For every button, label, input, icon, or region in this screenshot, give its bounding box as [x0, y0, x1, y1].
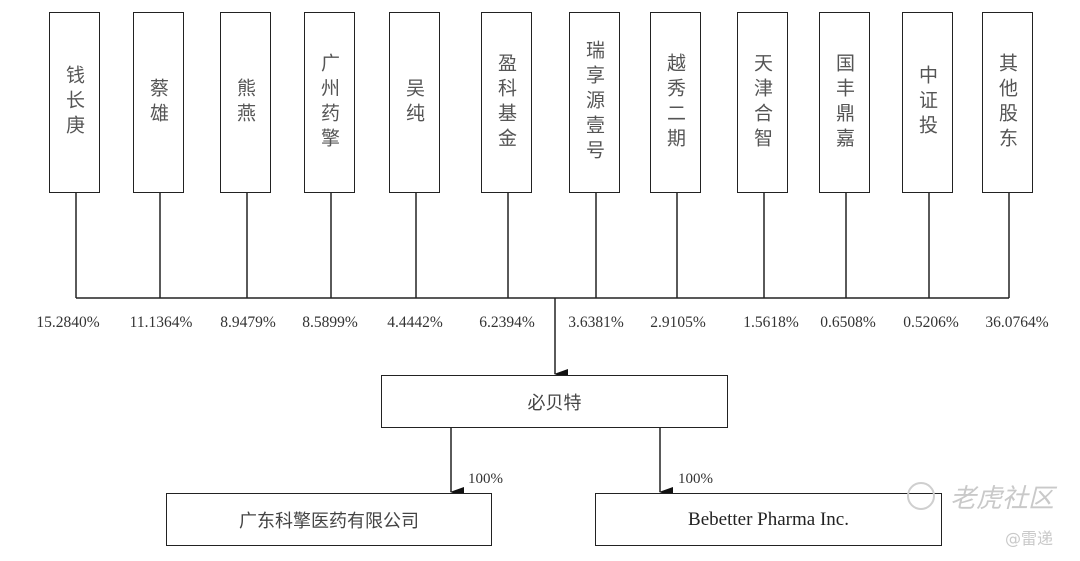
shareholder-name: 瑞享源壹号 [583, 40, 605, 165]
shareholder-box: 盈科基金 [481, 12, 532, 193]
shareholder-stake: 2.9105% [650, 314, 706, 331]
shareholder-box: 熊燕 [220, 12, 271, 193]
shareholder-stake: 8.9479% [220, 314, 276, 331]
company-name: 必贝特 [527, 392, 582, 414]
shareholder-box: 吴纯 [389, 12, 440, 193]
shareholder-stake: 1.5618% [743, 314, 799, 331]
shareholder-box: 越秀二期 [650, 12, 701, 193]
shareholder-name: 熊燕 [234, 77, 256, 128]
shareholder-box: 钱长庚 [49, 12, 100, 193]
subsidiary-name: 广东科擎医药有限公司 [239, 510, 419, 532]
shareholder-stake: 15.2840% [36, 314, 100, 331]
watermark-brand: 老虎社区 [950, 484, 1055, 514]
shareholder-box: 中证投 [902, 12, 953, 193]
shareholder-name: 越秀二期 [664, 52, 686, 153]
subsidiary-box-guangdong-keqing: 广东科擎医药有限公司 [166, 493, 492, 546]
shareholder-name: 钱长庚 [63, 65, 85, 140]
shareholder-stake: 11.1364% [129, 314, 193, 331]
watermark-logo-icon [907, 482, 935, 510]
subsidiary-stake-label: 100% [468, 471, 503, 487]
shareholder-name: 广州药擎 [318, 52, 340, 153]
shareholder-name: 中证投 [916, 65, 938, 140]
subsidiary-box-bebetter-pharma: Bebetter Pharma Inc. [595, 493, 942, 546]
shareholder-name: 天津合智 [751, 52, 773, 153]
shareholder-name: 国丰鼎嘉 [833, 52, 855, 153]
shareholder-stake: 3.6381% [568, 314, 624, 331]
shareholder-box: 天津合智 [737, 12, 788, 193]
shareholder-name: 盈科基金 [495, 52, 517, 153]
company-box-bibeite: 必贝特 [381, 375, 728, 428]
subsidiary-stake-label: 100% [678, 471, 713, 487]
shareholder-name: 蔡雄 [147, 77, 169, 128]
shareholder-stake: 0.6508% [820, 314, 876, 331]
shareholder-stake: 36.0764% [985, 314, 1049, 331]
shareholder-stake: 8.5899% [302, 314, 358, 331]
watermark-author: @雷递 [1005, 529, 1054, 548]
subsidiary-name: Bebetter Pharma Inc. [688, 508, 849, 530]
shareholder-stake: 4.4442% [387, 314, 443, 331]
shareholder-name: 吴纯 [403, 77, 425, 128]
shareholder-stake: 6.2394% [479, 314, 535, 331]
shareholder-box: 瑞享源壹号 [569, 12, 620, 193]
shareholder-name: 其他股东 [996, 52, 1018, 153]
shareholder-stake: 0.5206% [903, 314, 959, 331]
shareholder-box: 蔡雄 [133, 12, 184, 193]
shareholder-box: 国丰鼎嘉 [819, 12, 870, 193]
shareholder-box: 其他股东 [982, 12, 1033, 193]
shareholder-box: 广州药擎 [304, 12, 355, 193]
